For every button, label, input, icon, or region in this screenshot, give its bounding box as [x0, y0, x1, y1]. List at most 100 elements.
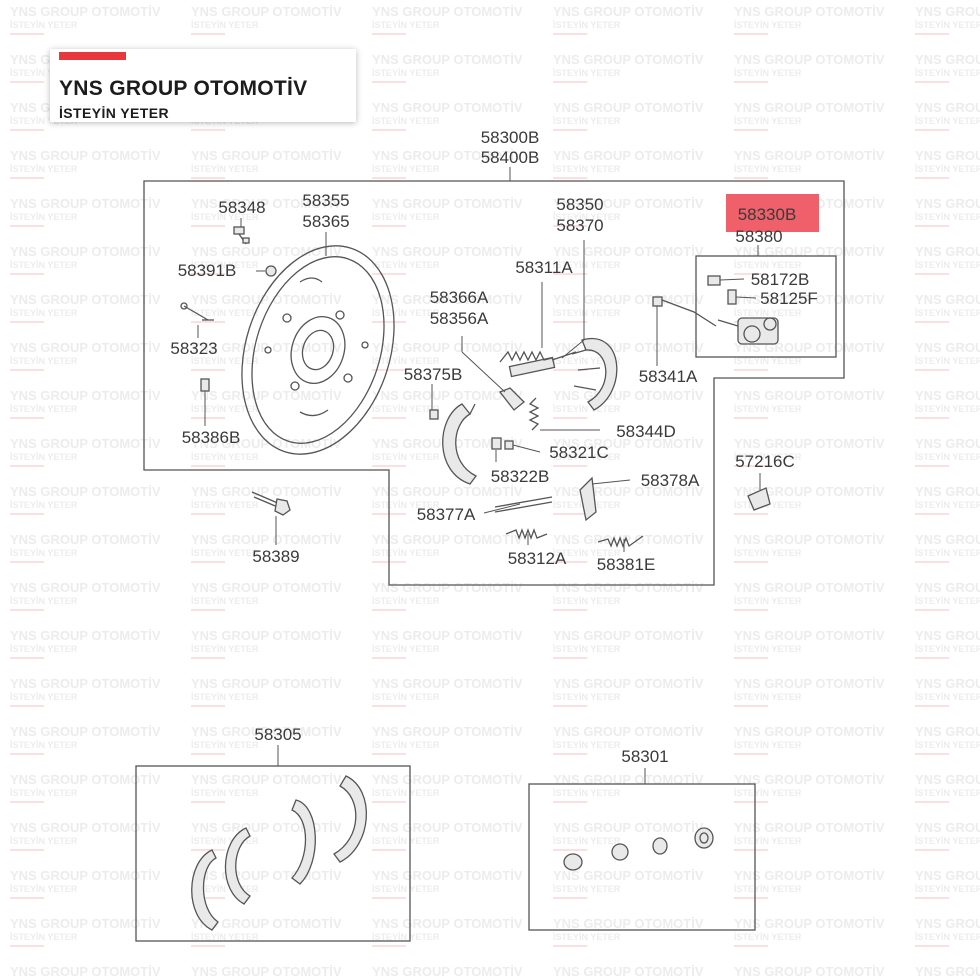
watermark-line2-41: İSTEYİN YETER	[915, 308, 980, 318]
watermark-line2-47: İSTEYİN YETER	[915, 356, 980, 366]
watermark-line2-39: İSTEYİN YETER	[553, 308, 621, 318]
watermark-bar-91	[191, 753, 225, 755]
watermark-line1-47: YNS GROUP OTOMOTİV	[915, 340, 980, 355]
shoe-kit-box	[135, 765, 411, 942]
bleeder-58125f	[727, 289, 737, 305]
label-58348: 58348	[218, 198, 265, 217]
assembly-outline	[143, 180, 845, 586]
backing-plate	[241, 245, 395, 455]
watermark-line1-23: YNS GROUP OTOMOTİV	[915, 148, 980, 163]
watermark-line1-9: YNS GROUP OTOMOTİV	[553, 52, 704, 67]
label-58391b: 58391B	[178, 261, 237, 280]
watermark-line1-93: YNS GROUP OTOMOTİV	[553, 724, 704, 739]
watermark-bar-20	[372, 177, 406, 179]
watermark-line2-108: İSTEYİN YETER	[10, 884, 78, 894]
watermark-line2-38: İSTEYİN YETER	[372, 308, 440, 318]
watermark-line2-36: İSTEYİN YETER	[10, 308, 78, 318]
watermark-bar-105	[553, 849, 587, 851]
watermark-bar-108	[10, 897, 44, 899]
watermark-line1-106: YNS GROUP OTOMOTİV	[734, 820, 885, 835]
watermark-bar-14	[372, 129, 406, 131]
watermark-line1-4: YNS GROUP OTOMOTİV	[734, 4, 885, 19]
watermark-line1-33: YNS GROUP OTOMOTİV	[553, 244, 704, 259]
watermark-line2-8: İSTEYİN YETER	[372, 68, 440, 78]
part-highlight	[726, 194, 819, 232]
watermark-line2-109: İSTEYİN YETER	[191, 884, 259, 894]
watermark-line2-60: İSTEYİN YETER	[10, 500, 78, 510]
watermark-bar-19	[191, 177, 225, 179]
label-58301: 58301	[621, 747, 668, 766]
watermark-line1-113: YNS GROUP OTOMOTİV	[915, 868, 980, 883]
part-labels: 58300B 58400B 58348 58355 58365 58391B 5…	[170, 128, 817, 766]
watermark-bar-107	[915, 849, 949, 851]
watermark-bar-35	[915, 273, 949, 275]
watermark-line1-29: YNS GROUP OTOMOTİV	[915, 196, 980, 211]
watermark-line2-75: İSTEYİN YETER	[553, 596, 621, 606]
pin-58323	[180, 302, 214, 321]
watermark-line2-65: İSTEYİN YETER	[915, 500, 980, 510]
watermark-bar-93	[553, 753, 587, 755]
watermark-line1-83: YNS GROUP OTOMOTİV	[915, 628, 980, 643]
watermark-line2-119: İSTEYİN YETER	[915, 932, 980, 942]
watermark-bar-9	[553, 81, 587, 83]
watermark-line1-89: YNS GROUP OTOMOTİV	[915, 676, 980, 691]
watermark-line2-113: İSTEYİN YETER	[915, 884, 980, 894]
brand-card: YNS GROUP OTOMOTİV İSTEYİN YETER	[50, 49, 356, 122]
watermark-line2-93: İSTEYİN YETER	[553, 740, 621, 750]
watermark-line1-15: YNS GROUP OTOMOTİV	[553, 100, 704, 115]
watermark-line1-69: YNS GROUP OTOMOTİV	[553, 532, 704, 547]
watermark-line1-5: YNS GROUP OTOMOTİV	[915, 4, 980, 19]
watermark-line2-95: İSTEYİN YETER	[915, 740, 980, 750]
watermark-line1-122: YNS GROUP OTOMOTİV	[372, 964, 523, 979]
watermark-line1-61: YNS GROUP OTOMOTİV	[191, 484, 342, 499]
watermark-line1-101: YNS GROUP OTOMOTİV	[915, 772, 980, 787]
watermark-line2-91: İSTEYİN YETER	[191, 740, 259, 750]
watermark-line2-9: İSTEYİN YETER	[553, 68, 621, 78]
watermark-line1-118: YNS GROUP OTOMOTİV	[734, 916, 885, 931]
label-58366a: 58366A	[430, 288, 489, 307]
watermark-line1-34: YNS GROUP OTOMOTİV	[734, 244, 885, 259]
watermark-line2-87: İSTEYİN YETER	[553, 692, 621, 702]
watermark-bar-54	[10, 465, 44, 467]
watermark-bar-17	[915, 129, 949, 131]
watermark-line2-52: İSTEYİN YETER	[734, 404, 802, 414]
watermark-line1-38: YNS GROUP OTOMOTİV	[372, 292, 523, 307]
watermark-bar-31	[191, 273, 225, 275]
watermark-bar-8	[372, 81, 406, 83]
watermark-line2-6: İSTEYİN YETER	[10, 68, 78, 78]
watermark-bar-53	[915, 417, 949, 419]
watermark-line1-78: YNS GROUP OTOMOTİV	[10, 628, 161, 643]
watermark-bar-94	[734, 753, 768, 755]
watermark-bar-87	[553, 705, 587, 707]
watermark-bar-56	[372, 465, 406, 467]
label-58350: 58350	[556, 195, 603, 214]
watermark-line2-58: İSTEYİN YETER	[734, 452, 802, 462]
watermark-bar-76	[734, 609, 768, 611]
label-58322b: 58322B	[491, 467, 550, 486]
watermark-line1-48: YNS GROUP OTOMOTİV	[10, 388, 161, 403]
spring-58311a	[499, 350, 553, 363]
watermark-line2-99: İSTEYİN YETER	[553, 788, 621, 798]
watermark-line1-86: YNS GROUP OTOMOTİV	[372, 676, 523, 691]
watermark-line1-84: YNS GROUP OTOMOTİV	[10, 676, 161, 691]
watermark-bar-42	[10, 369, 44, 371]
label-58312a: 58312A	[508, 549, 567, 568]
watermark-line1-50: YNS GROUP OTOMOTİV	[372, 388, 523, 403]
watermark-line1-59: YNS GROUP OTOMOTİV	[915, 436, 980, 451]
watermark-line2-115: İSTEYİN YETER	[191, 932, 259, 942]
watermark-bar-106	[734, 849, 768, 851]
watermark-line2-22: İSTEYİN YETER	[734, 164, 802, 174]
watermark-line1-112: YNS GROUP OTOMOTİV	[734, 868, 885, 883]
watermark-line2-117: İSTEYİN YETER	[553, 932, 621, 942]
watermark-line2-31: İSTEYİN YETER	[191, 260, 259, 270]
watermark-line1-74: YNS GROUP OTOMOTİV	[372, 580, 523, 595]
label-58344d: 58344D	[616, 422, 676, 441]
watermark-bar-44	[372, 369, 406, 371]
watermark-bar-33	[553, 273, 587, 275]
watermark-line2-14: İSTEYİN YETER	[372, 116, 440, 126]
watermark-line1-54: YNS GROUP OTOMOTİV	[10, 436, 161, 451]
watermark-line2-61: İSTEYİN YETER	[191, 500, 259, 510]
watermark-bar-36	[10, 321, 44, 323]
watermark-bar-99	[553, 801, 587, 803]
